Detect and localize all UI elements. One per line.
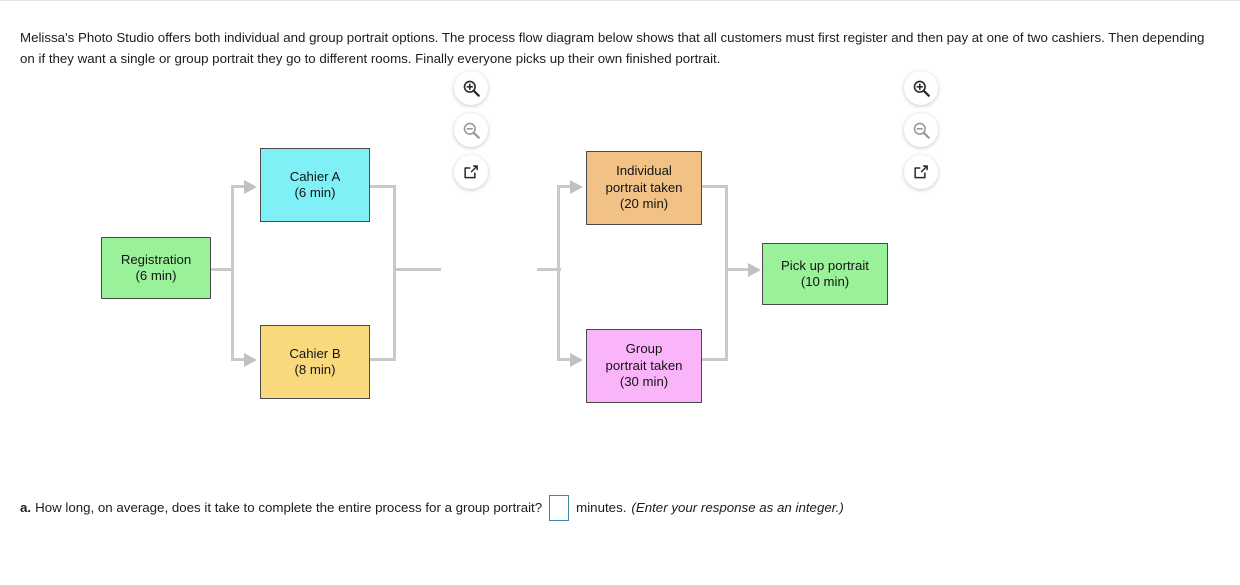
connector-split-vertical-left [231, 185, 234, 361]
node-cashier-a: Cahier A (6 min) [260, 148, 370, 222]
node-cashier-b-line2: (8 min) [294, 362, 336, 377]
answer-input[interactable] [549, 495, 570, 521]
connector-into-pickup [725, 268, 751, 271]
node-group-portrait: Group portrait taken (30 min) [586, 329, 702, 403]
zoom-in-icon[interactable] [454, 71, 488, 105]
node-pickup-portrait-line2: (10 min) [800, 274, 850, 289]
node-registration-line2: (6 min) [135, 268, 177, 283]
node-cashier-b-line1: Cahier B [289, 345, 341, 361]
arrow-into-group-portrait [570, 352, 583, 367]
popout-icon[interactable] [454, 155, 488, 189]
connector-registration-out [210, 268, 234, 271]
node-group-portrait-line3: (30 min) [619, 374, 669, 390]
node-registration: Registration (6 min) [101, 237, 211, 299]
node-individual-portrait: Individual portrait taken (20 min) [586, 151, 702, 225]
node-pickup-portrait: Pick up portrait (10 min) [762, 243, 888, 305]
question-text: How long, on average, does it take to co… [35, 500, 543, 515]
arrow-into-cashier-a [244, 179, 257, 194]
connector-merge-out-left [393, 268, 441, 271]
arrow-into-cashier-b [244, 352, 257, 367]
node-registration-line1: Registration [120, 251, 192, 267]
question-label: a. [20, 500, 32, 515]
problem-statement: Melissa's Photo Studio offers both indiv… [20, 30, 1205, 67]
node-individual-portrait-line2: portrait taken [605, 179, 683, 195]
connector-group-portrait-out [700, 358, 728, 361]
zoom-out-icon[interactable] [904, 113, 938, 147]
arrow-into-pickup [748, 262, 761, 277]
node-group-portrait-line1: Group [625, 341, 663, 357]
diagram-tools-left [454, 71, 494, 197]
connector-merge-vertical-left [393, 185, 396, 361]
connector-cashier-b-out [368, 358, 396, 361]
connector-individual-portrait-out [700, 185, 728, 188]
node-individual-portrait-line1: Individual [616, 163, 672, 179]
answer-hint: (Enter your response as an integer.) [631, 500, 844, 515]
answer-unit: minutes. [576, 500, 627, 515]
diagram-tools-right [904, 71, 944, 197]
arrow-into-individual-portrait [570, 179, 583, 194]
node-cashier-a-line2: (6 min) [294, 185, 336, 200]
node-pickup-portrait-line1: Pick up portrait [781, 257, 869, 273]
node-cashier-a-line1: Cahier A [289, 168, 341, 184]
node-group-portrait-line2: portrait taken [605, 357, 683, 373]
connector-cashier-a-out [368, 185, 396, 188]
connector-to-group-portrait [557, 358, 573, 361]
node-individual-portrait-line3: (20 min) [619, 196, 669, 212]
question-row: a. How long, on average, does it take to… [20, 495, 844, 521]
connector-split-in-right [537, 268, 561, 271]
process-flow-diagram: Registration (6 min) Cahier A (6 min) Ca… [0, 63, 1240, 463]
connector-to-cashier-a [231, 185, 247, 188]
popout-icon[interactable] [904, 155, 938, 189]
zoom-out-icon[interactable] [454, 113, 488, 147]
connector-merge-vertical-right [725, 185, 728, 361]
node-cashier-b: Cahier B (8 min) [260, 325, 370, 399]
connector-split-vertical-right [557, 185, 560, 361]
connector-to-individual-portrait [557, 185, 573, 188]
connector-to-cashier-b [231, 358, 247, 361]
zoom-in-icon[interactable] [904, 71, 938, 105]
